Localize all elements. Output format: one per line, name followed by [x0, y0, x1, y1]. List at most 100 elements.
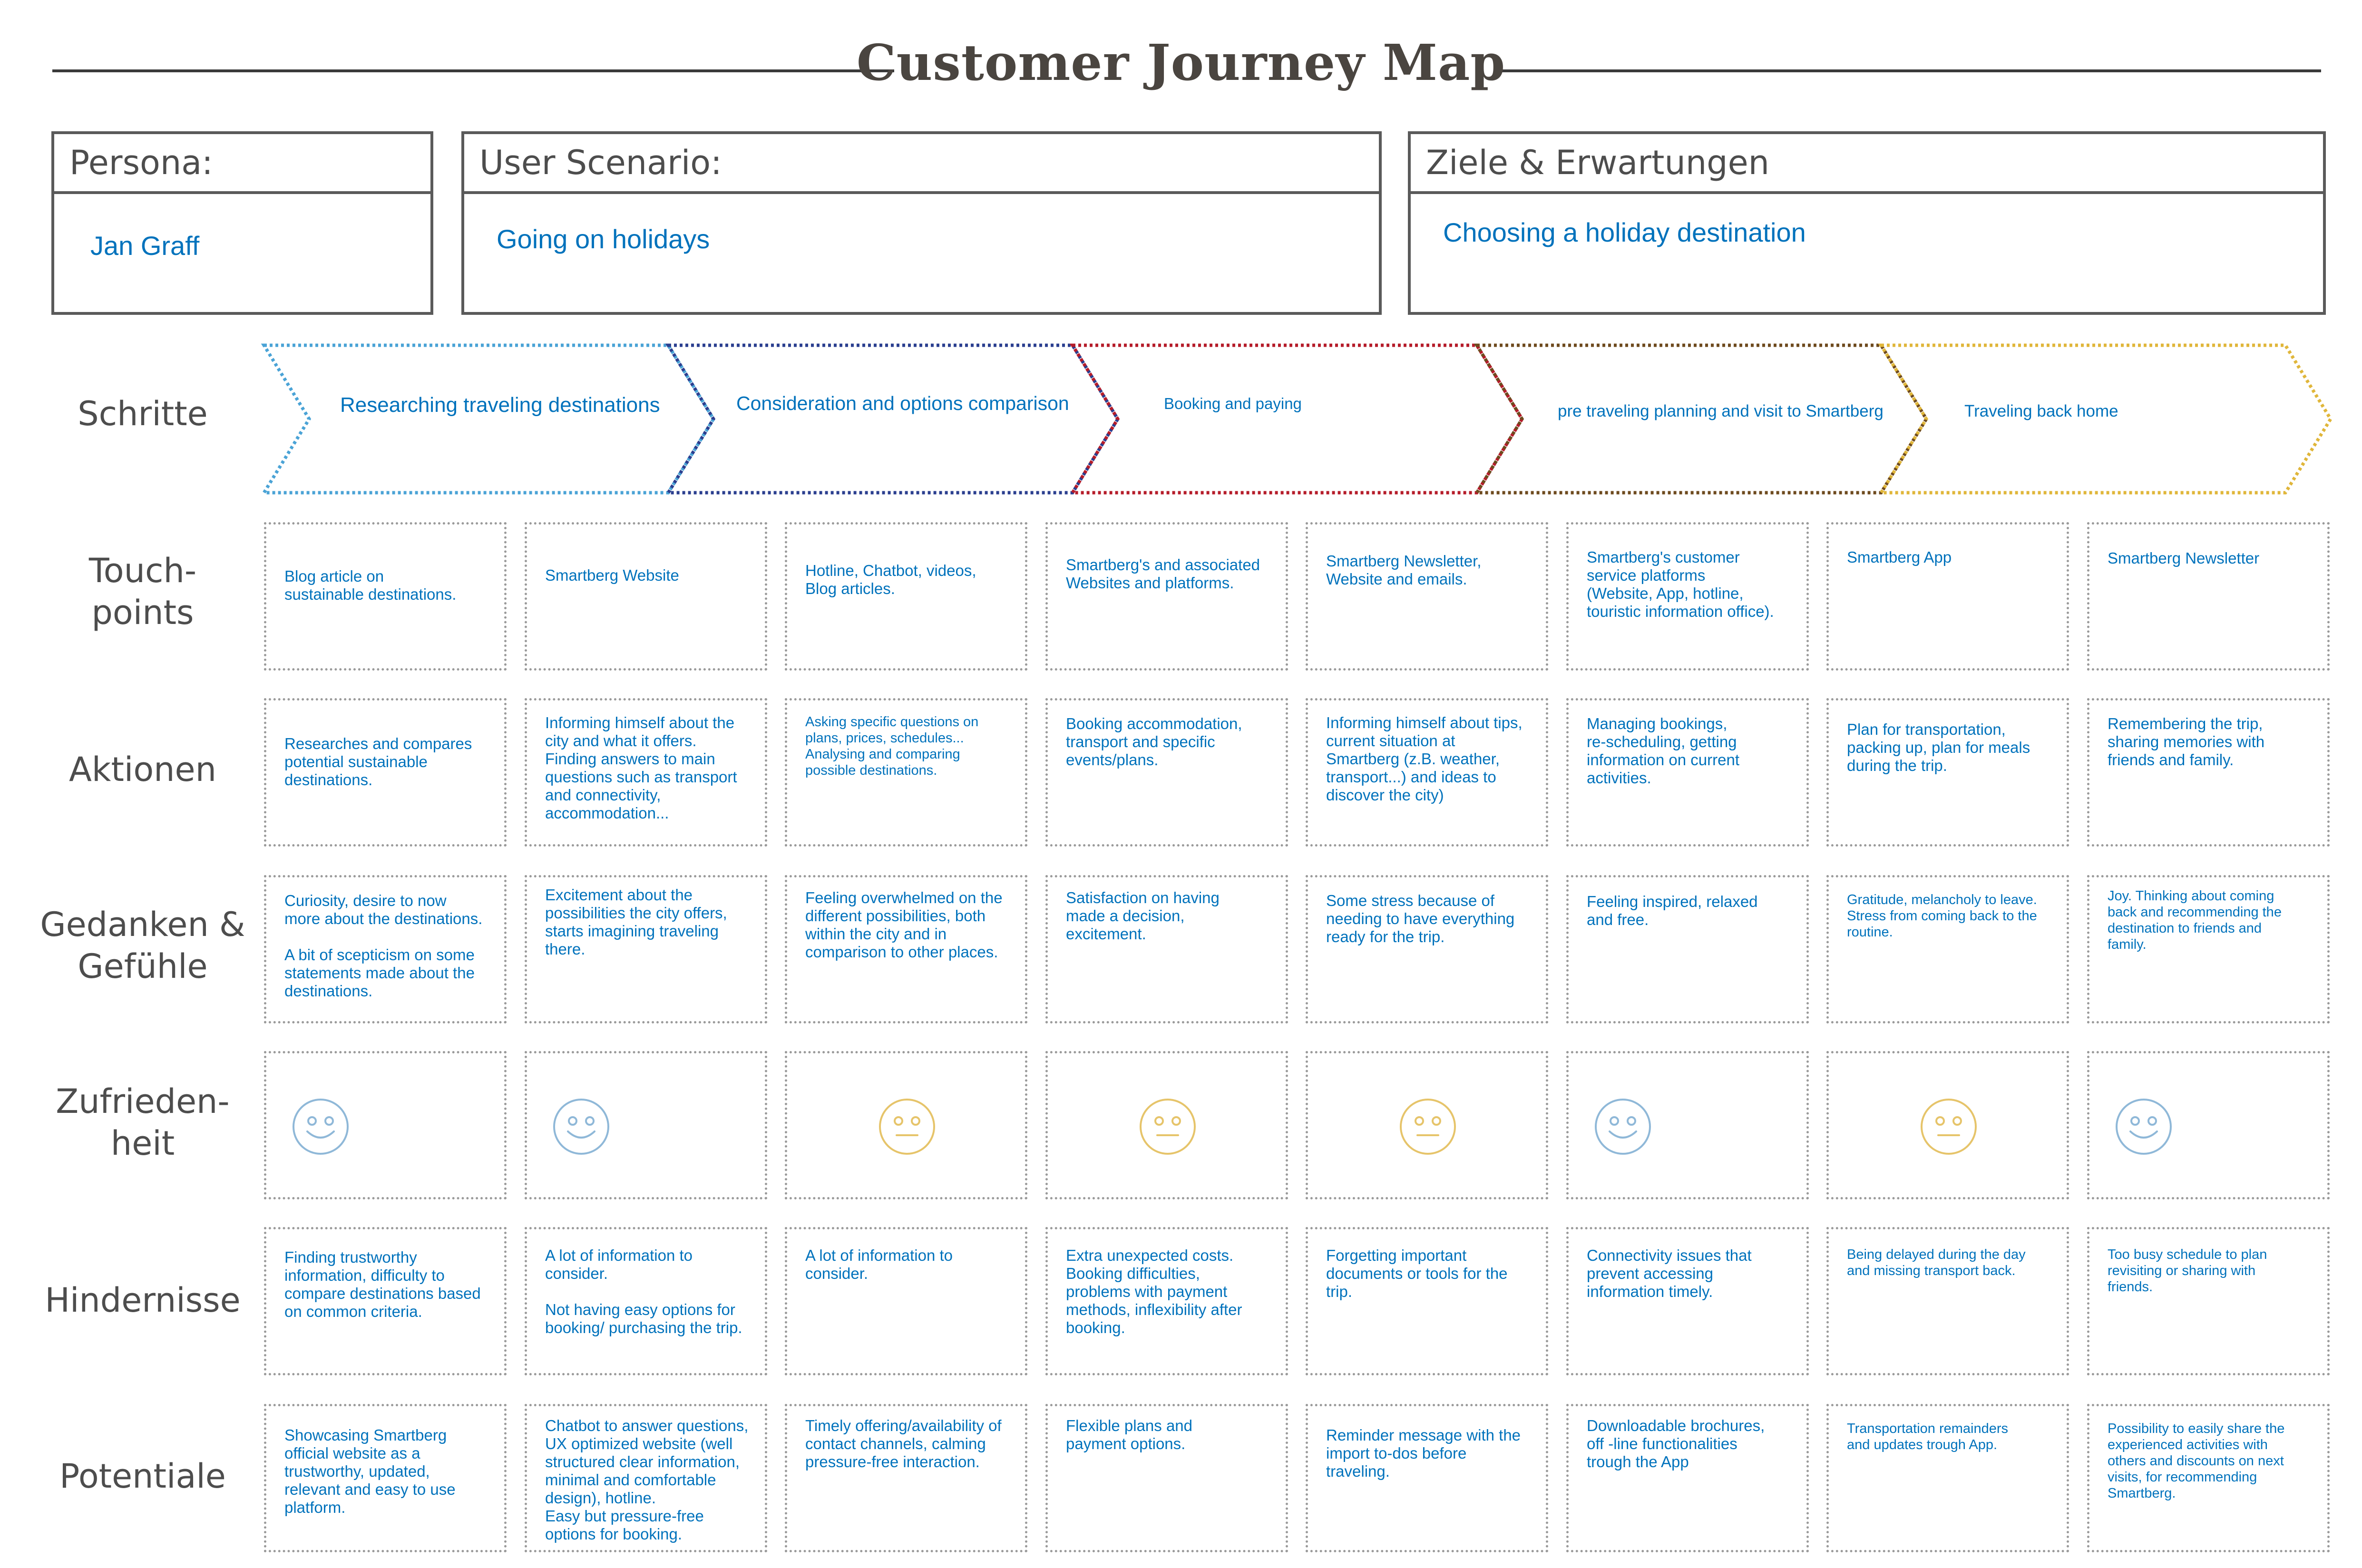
touchpoints-text-line: Smartberg App: [1847, 548, 1952, 566]
persona-box: Persona: Jan Graff: [51, 131, 433, 315]
thoughts-text-line: made a decision,: [1066, 907, 1185, 925]
touchpoints-text-line: Smartberg Newsletter: [2108, 549, 2260, 567]
thoughts-text-line: routine.: [1847, 925, 1893, 940]
touchpoints-text-line: sustainable destinations.: [284, 585, 457, 603]
potentials-text-line: platform.: [284, 1499, 346, 1516]
thoughts-text-line: Excitement about the: [545, 886, 693, 904]
potentials-cell: Chatbot to answer questions,UX optimized…: [525, 1404, 767, 1552]
smiley-neutral-icon: [1921, 1099, 1977, 1155]
touchpoints-text-line: Blog articles.: [805, 580, 895, 597]
step-label: Traveling back home: [1964, 402, 2118, 420]
thoughts-text-line: Joy. Thinking about coming: [2108, 888, 2274, 904]
actions-text-line: destinations.: [284, 771, 373, 789]
touchpoints-cell: Smartberg Website: [525, 522, 767, 671]
row-label-line: Gedanken &: [40, 905, 245, 944]
obstacles-text-line: Extra unexpected costs.: [1066, 1247, 1234, 1264]
thoughts-cell: Gratitude, melancholy to leave.Stress fr…: [1826, 875, 2069, 1023]
potentials-text-line: Downloadable brochures,: [1587, 1417, 1765, 1434]
thoughts-text-line: back and recommending the: [2108, 905, 2282, 920]
row-label-line: Touch-: [88, 551, 197, 590]
obstacles-text-line: friends.: [2108, 1279, 2153, 1295]
step-label: Researching traveling destinations: [340, 393, 660, 417]
potentials-text-line: payment options.: [1066, 1435, 1186, 1452]
row-label-line: Zufrieden-: [56, 1082, 230, 1121]
row-label-line: Potentiale: [59, 1457, 226, 1496]
satisfaction-cell: [1306, 1051, 1548, 1199]
potentials-text-line: Smartberg.: [2108, 1486, 2176, 1501]
touchpoints-text-line: Hotline, Chatbot, videos,: [805, 562, 976, 579]
satisfaction-cell: [264, 1051, 507, 1199]
actions-text-line: Remembering the trip,: [2108, 715, 2263, 732]
obstacles-text-line: information, difficulty to: [284, 1266, 445, 1284]
obstacles-text-line: Too busy schedule to plan: [2108, 1247, 2267, 1262]
satisfaction-cell: [1045, 1051, 1288, 1199]
potentials-text-line: Transportation remainders: [1847, 1421, 2009, 1436]
potentials-text-line: UX optimized website (well: [545, 1435, 733, 1452]
obstacles-text-line: prevent accessing: [1587, 1265, 1713, 1282]
actions-text-line: discover the city): [1326, 786, 1444, 804]
thoughts-text-line: Feeling inspired, relaxed: [1587, 893, 1758, 910]
actions-text-line: transport...) and ideas to: [1326, 768, 1496, 786]
goals-label: Ziele & Erwartungen: [1411, 134, 2323, 194]
thoughts-text-line: A bit of scepticism on some: [284, 946, 475, 964]
step-chevron: [261, 343, 716, 495]
potentials-text-line: others and discounts on next: [2108, 1453, 2284, 1469]
touchpoints-text-line: service platforms: [1587, 566, 1706, 584]
step-chevron: [1069, 343, 1524, 495]
obstacles-text-line: methods, inflexibility after: [1066, 1301, 1242, 1318]
potentials-text-line: traveling.: [1326, 1462, 1390, 1480]
potentials-text-line: pressure-free interaction.: [805, 1453, 980, 1471]
obstacles-text-line: Connectivity issues that: [1587, 1247, 1752, 1264]
actions-text-line: transport and specific: [1066, 733, 1215, 750]
actions-text-line: Analysing and comparing: [805, 747, 960, 762]
satisfaction-cell: [525, 1051, 767, 1199]
scenario-label: User Scenario:: [464, 134, 1379, 194]
thoughts-text-line: Stress from coming back to the: [1847, 908, 2037, 924]
obstacles-text-line: Being delayed during the day: [1847, 1247, 2026, 1262]
satisfaction-cell: [2087, 1051, 2330, 1199]
actions-text-line: Informing himself about tips,: [1326, 714, 1523, 731]
actions-text-line: packing up, plan for meals: [1847, 739, 2030, 756]
potentials-text-line: contact channels, calming: [805, 1435, 986, 1452]
potentials-text-line: visits, for recommending: [2108, 1470, 2257, 1485]
touchpoints-text-line: Website and emails.: [1326, 570, 1467, 588]
thoughts-text-line: excitement.: [1066, 925, 1146, 943]
obstacles-text-line: booking/ purchasing the trip.: [545, 1319, 742, 1336]
actions-text-line: current situation at: [1326, 732, 1455, 750]
thoughts-text-line: family.: [2108, 937, 2147, 952]
obstacles-text-line: Booking difficulties,: [1066, 1265, 1200, 1282]
obstacles-text-line: information timely.: [1587, 1283, 1713, 1300]
potentials-text-line: Showcasing Smartberg: [284, 1426, 447, 1444]
touchpoints-cell: Smartberg Newsletter: [2087, 522, 2330, 671]
actions-cell: Informing himself about tips,current sit…: [1306, 698, 1548, 847]
potentials-text-line: official website as a: [284, 1444, 420, 1462]
actions-text-line: accommodation...: [545, 804, 669, 822]
touchpoints-text-line: Websites and platforms.: [1066, 574, 1234, 592]
thoughts-text-line: needing to have everything: [1326, 910, 1515, 927]
row-label-obstacles: Hindernisse: [24, 1279, 262, 1321]
potentials-text-line: Chatbot to answer questions,: [545, 1417, 749, 1434]
actions-text-line: Researches and compares: [284, 735, 472, 752]
step-chevron: [665, 343, 1120, 495]
touchpoints-cell: Smartberg App: [1826, 522, 2069, 671]
smiley-happy-icon: [2116, 1099, 2172, 1155]
title-rule-right: [1493, 69, 2321, 72]
actions-cell: Booking accommodation,transport and spec…: [1045, 698, 1288, 847]
potentials-text-line: Timely offering/availability of: [805, 1417, 1002, 1434]
potentials-text-line: Flexible plans and: [1066, 1417, 1192, 1434]
